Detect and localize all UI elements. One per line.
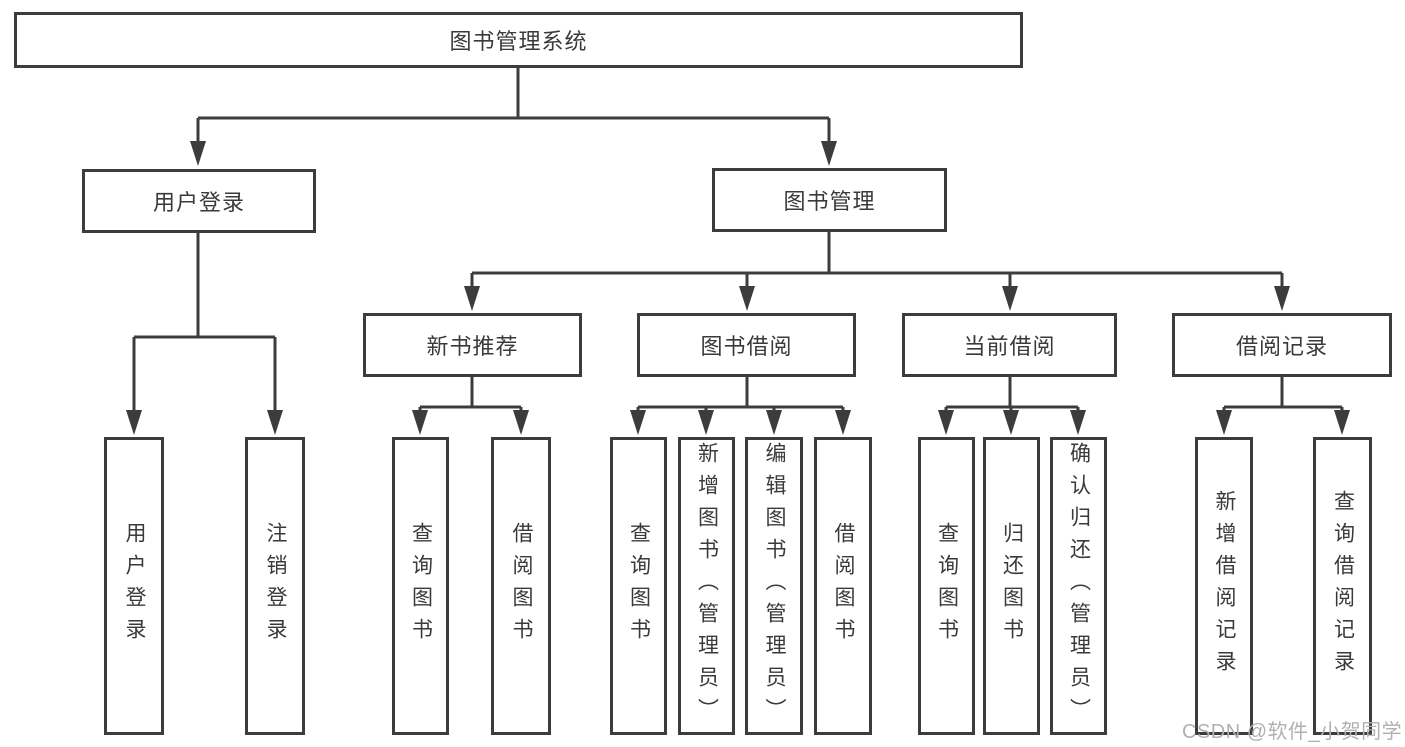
node-label: 图书管理系统 <box>449 29 588 54</box>
node-label: 新书推荐 <box>426 334 519 359</box>
leaf-label: 查询借阅记录 <box>1331 490 1355 682</box>
leaf-label: 确认归还（管理员） <box>1067 442 1091 730</box>
leaf-label: 归还图书 <box>1000 522 1024 650</box>
node-system-root: 图书管理系统 <box>14 12 1023 68</box>
leaf-label: 注销登录 <box>264 522 288 650</box>
watermark-csdn: CSDN @软件_小贺同学 <box>1182 721 1403 743</box>
leaf-label: 新增借阅记录 <box>1213 490 1237 682</box>
leaf-label: 查询图书 <box>409 522 433 650</box>
leaf-label: 借阅图书 <box>832 522 856 650</box>
node-label: 图书借阅 <box>700 334 793 359</box>
leaf-add-borrow-record: 新增借阅记录 <box>1195 437 1253 735</box>
leaf-borrow-books: 借阅图书 <box>814 437 872 735</box>
leaf-label: 查询图书 <box>935 522 959 650</box>
leaf-label: 新增图书（管理员） <box>695 442 719 730</box>
leaf-label: 查询图书 <box>627 522 651 650</box>
leaf-label: 借阅图书 <box>510 522 534 650</box>
leaf-logout: 注销登录 <box>245 437 305 735</box>
leaf-add-book-admin: 新增图书（管理员） <box>678 437 735 735</box>
leaf-user-login: 用户登录 <box>104 437 164 735</box>
leaf-confirm-return-admin: 确认归还（管理员） <box>1050 437 1107 735</box>
leaf-query-books-recommend: 查询图书 <box>392 437 449 735</box>
node-current-borrowing: 当前借阅 <box>902 313 1117 377</box>
leaf-query-books-current: 查询图书 <box>918 437 975 735</box>
node-new-book-recommendation: 新书推荐 <box>363 313 582 377</box>
node-user-login: 用户登录 <box>82 169 316 233</box>
leaf-label: 编辑图书（管理员） <box>763 442 787 730</box>
node-book-management: 图书管理 <box>712 168 947 232</box>
leaf-borrow-books-recommend: 借阅图书 <box>491 437 551 735</box>
node-borrowing-records: 借阅记录 <box>1172 313 1392 377</box>
node-label: 图书管理 <box>783 189 876 214</box>
node-label: 当前借阅 <box>963 334 1056 359</box>
leaf-query-books-borrow: 查询图书 <box>610 437 667 735</box>
node-label: 用户登录 <box>152 190 245 215</box>
node-book-borrowing: 图书借阅 <box>637 313 856 377</box>
leaf-edit-book-admin: 编辑图书（管理员） <box>745 437 803 735</box>
leaf-label: 用户登录 <box>123 522 147 650</box>
node-label: 借阅记录 <box>1235 334 1328 359</box>
leaf-query-borrow-record: 查询借阅记录 <box>1313 437 1372 735</box>
leaf-return-book: 归还图书 <box>983 437 1040 735</box>
